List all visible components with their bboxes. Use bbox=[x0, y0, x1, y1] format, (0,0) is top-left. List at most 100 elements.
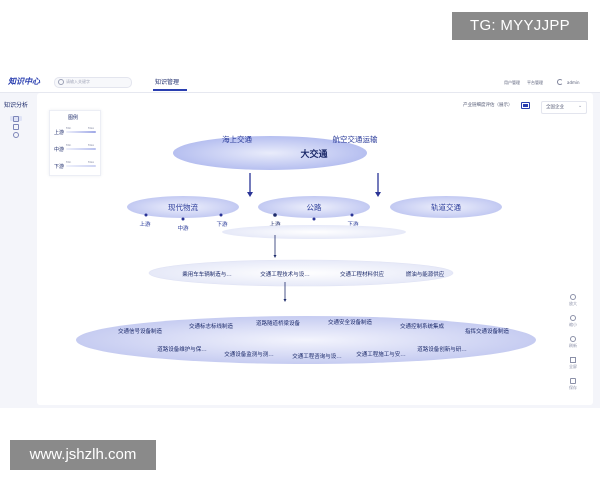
node-sign-marking[interactable]: 交通标志标线制造 bbox=[189, 322, 234, 330]
legend-label-downstream: 下游 bbox=[54, 164, 65, 170]
node-signal-equipment[interactable]: 交通信号设备制造 bbox=[118, 327, 163, 335]
nav-user-management[interactable]: 用户管理 bbox=[504, 80, 520, 85]
node-traffic-command[interactable]: 指挥交通设备制造 bbox=[465, 327, 510, 335]
sidebar-title: 知识分析 bbox=[4, 102, 29, 109]
node-bubble-level3 bbox=[148, 259, 454, 287]
refresh-icon bbox=[570, 336, 576, 342]
sidebar: 知识分析 bbox=[0, 93, 34, 408]
search-input[interactable]: 请输入关键字 bbox=[54, 77, 132, 88]
top-bar: 知识中心 请输入关键字 知识管理 用户管理 平台管理 admin bbox=[0, 72, 600, 93]
save-icon bbox=[570, 378, 576, 384]
legend-bar-upstream bbox=[66, 131, 96, 133]
search-placeholder: 请输入关键字 bbox=[66, 79, 90, 84]
refresh-label: 刷新 bbox=[569, 343, 577, 348]
user-menu-admin[interactable]: admin bbox=[567, 80, 580, 85]
fullscreen-button[interactable]: 全屏 bbox=[561, 356, 585, 376]
stage-dot bbox=[181, 217, 185, 221]
node-construction[interactable]: 交通工程施工与安… bbox=[356, 350, 406, 358]
node-innovation[interactable]: 道路设备创新与研… bbox=[417, 345, 467, 353]
graph-panel: 图例 上游 Min Max 中游 Min Max 下游 Min Max 产业链细… bbox=[37, 93, 593, 405]
zoom-out-icon bbox=[570, 315, 576, 321]
legend-min: Min bbox=[66, 126, 72, 130]
node-control-integration[interactable]: 交通控制系统集成 bbox=[400, 322, 445, 330]
fullscreen-icon bbox=[570, 357, 576, 363]
industry-chain-graph: 海上交通 航空交通运输 大交通 现代物流 公路 轨道交通 上游 中游 下游 上游… bbox=[76, 134, 536, 364]
stage-downstream[interactable]: 下游 bbox=[216, 220, 228, 228]
legend-max: Max bbox=[88, 160, 95, 164]
node-monitoring[interactable]: 交通设备监测与测… bbox=[224, 350, 274, 358]
arrow-head bbox=[247, 192, 253, 197]
nav-platform-management[interactable]: 平台管理 bbox=[527, 80, 543, 85]
save-button[interactable]: 保存 bbox=[561, 377, 585, 397]
node-engineering-tech[interactable]: 交通工程技术与设… bbox=[260, 270, 310, 278]
active-tab-indicator bbox=[153, 89, 187, 91]
app-logo: 知识中心 bbox=[8, 77, 40, 86]
sidebar-item-grid[interactable] bbox=[10, 124, 22, 130]
node-maintenance[interactable]: 道路设备维护与保… bbox=[157, 345, 207, 353]
legend-panel: 图例 上游 Min Max 中游 Min Max 下游 Min Max bbox=[49, 110, 101, 176]
node-safety-equipment[interactable]: 交通安全设备制造 bbox=[328, 318, 373, 326]
stage-upstream[interactable]: 上游 bbox=[139, 220, 151, 228]
sidebar-item-analysis[interactable] bbox=[10, 116, 22, 122]
legend-max: Max bbox=[88, 126, 95, 130]
filter-toggle[interactable] bbox=[521, 102, 530, 109]
chart-icon bbox=[13, 116, 19, 122]
node-vehicle-manufacturing[interactable]: 乘用车车辆制造与… bbox=[182, 270, 232, 278]
zoom-in-button[interactable]: 放大 bbox=[561, 293, 585, 313]
node-air-transport[interactable]: 航空交通运输 bbox=[333, 134, 378, 144]
legend-bar-midstream bbox=[66, 148, 96, 150]
fullscreen-label: 全屏 bbox=[569, 364, 577, 369]
watermark-top: TG: MYYJJPP bbox=[452, 12, 588, 40]
app-window: 知识中心 请输入关键字 知识管理 用户管理 平台管理 admin 知识分析 图例… bbox=[0, 72, 600, 408]
chevron-down-icon: ⌄ bbox=[578, 103, 583, 109]
stage-downstream[interactable]: 下游 bbox=[347, 220, 359, 228]
search-icon bbox=[58, 79, 64, 85]
arrow-head bbox=[283, 299, 287, 302]
node-consulting[interactable]: 交通工程咨询与设… bbox=[292, 352, 342, 360]
node-bubble-logistics[interactable] bbox=[127, 196, 239, 218]
stage-dot bbox=[219, 213, 223, 217]
arrow-head bbox=[375, 192, 381, 197]
legend-max: Max bbox=[88, 143, 95, 147]
node-tunnel-bridge[interactable]: 道路隧道桥梁设备 bbox=[256, 319, 301, 327]
filter-toggle-fill bbox=[523, 104, 528, 107]
graph-toolbar: 放大 缩小 刷新 全屏 保存 bbox=[561, 293, 585, 399]
filter-label: 产业链细度评估（展示） bbox=[463, 103, 513, 108]
sidebar-item-settings[interactable] bbox=[10, 132, 22, 138]
zoom-in-label: 放大 bbox=[569, 301, 577, 306]
zoom-in-icon bbox=[570, 294, 576, 300]
region-select[interactable]: 全国企业 ⌄ bbox=[541, 101, 587, 114]
save-label: 保存 bbox=[569, 385, 577, 390]
arrow-head bbox=[273, 255, 277, 258]
zoom-out-label: 缩小 bbox=[569, 322, 577, 327]
stage-dot-active bbox=[273, 213, 277, 217]
legend-min: Min bbox=[66, 160, 72, 164]
legend-label-midstream: 中游 bbox=[54, 147, 65, 153]
stage-upstream[interactable]: 上游 bbox=[269, 220, 281, 228]
node-bubble-rail[interactable] bbox=[390, 196, 502, 218]
node-big-transport[interactable]: 大交通 bbox=[300, 148, 327, 160]
node-fuel-energy[interactable]: 燃油与能源供应 bbox=[406, 270, 445, 278]
tab-knowledge-management[interactable]: 知识管理 bbox=[155, 79, 180, 86]
node-sea-transport[interactable]: 海上交通 bbox=[222, 134, 252, 144]
upstream-halo bbox=[222, 225, 406, 239]
node-modern-logistics[interactable]: 现代物流 bbox=[168, 202, 198, 212]
zoom-out-button[interactable]: 缩小 bbox=[561, 314, 585, 334]
refresh-graph-button[interactable]: 刷新 bbox=[561, 335, 585, 355]
node-rail-transit[interactable]: 轨道交通 bbox=[431, 202, 461, 212]
refresh-icon[interactable] bbox=[557, 79, 563, 85]
legend-label-upstream: 上游 bbox=[54, 130, 65, 136]
settings-icon bbox=[13, 132, 19, 138]
stage-dot bbox=[350, 213, 354, 217]
region-select-value: 全国企业 bbox=[546, 105, 564, 110]
stage-dot bbox=[144, 213, 148, 217]
node-bubble-level4 bbox=[76, 316, 536, 364]
watermark-bottom: www.jshzlh.com bbox=[10, 440, 156, 470]
stage-dot bbox=[312, 217, 316, 221]
node-bubble-highway[interactable] bbox=[258, 196, 370, 218]
node-bubble-top[interactable] bbox=[173, 136, 367, 170]
stage-midstream[interactable]: 中游 bbox=[177, 224, 189, 232]
node-highway[interactable]: 公路 bbox=[307, 202, 322, 212]
node-engineering-materials[interactable]: 交通工程材料供应 bbox=[340, 270, 385, 278]
legend-min: Min bbox=[66, 143, 72, 147]
